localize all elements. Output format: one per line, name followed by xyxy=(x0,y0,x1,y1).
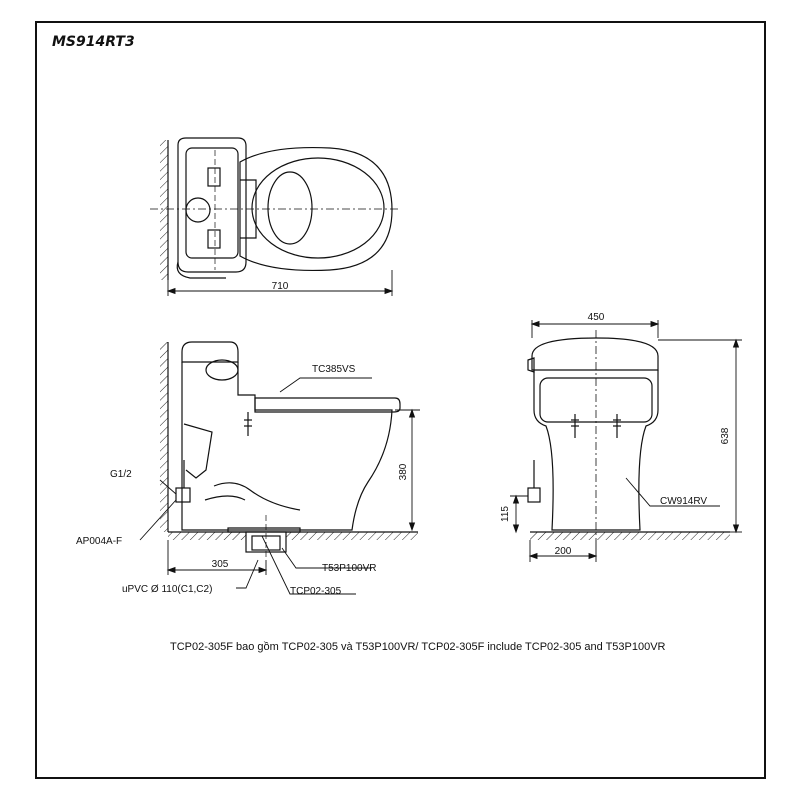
footnote: TCP02-305F bao gồm TCP02-305 và T53P100V… xyxy=(170,641,666,653)
seat-label: TC385VS xyxy=(312,364,356,375)
side-dimensions xyxy=(139,377,420,595)
flange-label: T53P100VR xyxy=(322,563,376,574)
pipe-label: uPVC Ø 110(C1,C2) xyxy=(122,584,212,595)
front-dimensions xyxy=(510,320,742,562)
length-dimension xyxy=(166,270,394,296)
supply-valve-label: AP004A-F xyxy=(76,536,122,547)
dim-supply-height-label: 115 xyxy=(500,506,511,522)
dim-height-label: 638 xyxy=(720,427,731,444)
dim-length-label: 710 xyxy=(272,281,289,292)
dim-drain-offset-label: 305 xyxy=(212,559,229,570)
side-view xyxy=(160,341,418,560)
dim-width-label: 450 xyxy=(588,312,605,323)
drain-adapter-label: TCP02-305 xyxy=(290,586,342,597)
dim-base-offset-label: 200 xyxy=(555,546,572,557)
front-view xyxy=(527,330,730,540)
supply-thread-label: G1/2 xyxy=(110,469,132,480)
dim-seat-height-label: 380 xyxy=(398,463,409,480)
bowl-label: CW914RV xyxy=(660,496,707,507)
top-view xyxy=(150,137,400,280)
model-number: MS914RT3 xyxy=(52,34,135,50)
drawing-frame xyxy=(35,21,766,779)
